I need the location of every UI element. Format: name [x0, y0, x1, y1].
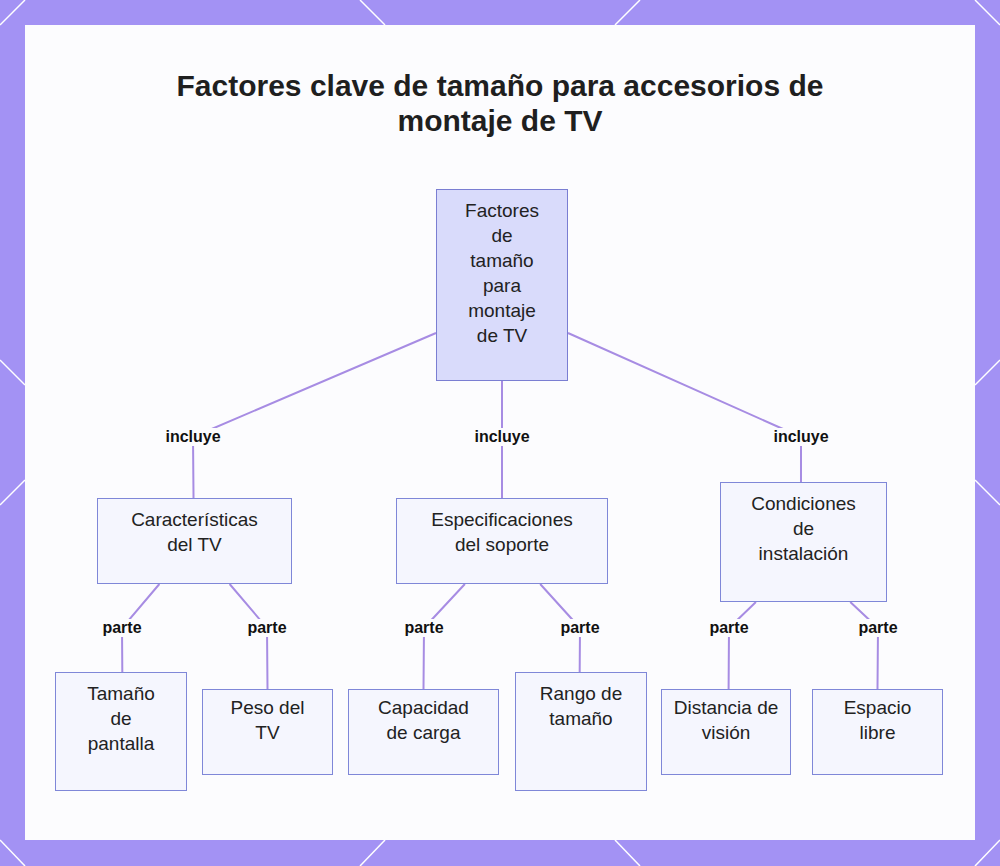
concept-box: Rango de tamaño	[515, 672, 647, 791]
node-text: Tamaño de pantalla	[81, 681, 161, 756]
node-text: Espacio libre	[838, 695, 917, 745]
connector-line	[729, 602, 756, 689]
edge-label: parte	[856, 619, 899, 637]
concept-box: Espacio libre	[812, 689, 943, 775]
concept-box: Especificaciones del soporte	[396, 498, 608, 584]
node-text: Especificaciones del soporte	[417, 507, 587, 557]
edge-label: incluye	[163, 428, 222, 446]
node-text: Distancia de visión	[671, 695, 781, 745]
edge-label: incluye	[472, 428, 531, 446]
concept-box: Distancia de visión	[661, 689, 791, 775]
concept-box: Condiciones de instalación	[720, 482, 887, 602]
concept-box: Peso del TV	[202, 689, 333, 775]
edge-label: parte	[707, 619, 750, 637]
connector-line	[850, 602, 878, 689]
edge-label: parte	[100, 619, 143, 637]
concept-box: Capacidad de carga	[348, 689, 499, 775]
concept-box: Características del TV	[97, 498, 292, 584]
concept-box: Tamaño de pantalla	[55, 672, 187, 791]
connector-line	[568, 333, 801, 482]
edge-label: parte	[402, 619, 445, 637]
node-text: Peso del TV	[225, 695, 310, 745]
node-text: Condiciones de instalación	[746, 491, 861, 566]
node-text: Rango de tamaño	[532, 681, 630, 731]
diagram-title: Factores clave de tamaño para accesorios…	[150, 68, 850, 138]
node-text: Factores de tamaño para montaje de TV	[458, 198, 546, 348]
edge-label: parte	[245, 619, 288, 637]
node-text: Características del TV	[118, 507, 271, 557]
node-text: Capacidad de carga	[374, 695, 473, 745]
root-box: Factores de tamaño para montaje de TV	[436, 189, 568, 381]
edge-label: incluye	[771, 428, 830, 446]
connector-line	[193, 333, 436, 498]
edge-label: parte	[558, 619, 601, 637]
